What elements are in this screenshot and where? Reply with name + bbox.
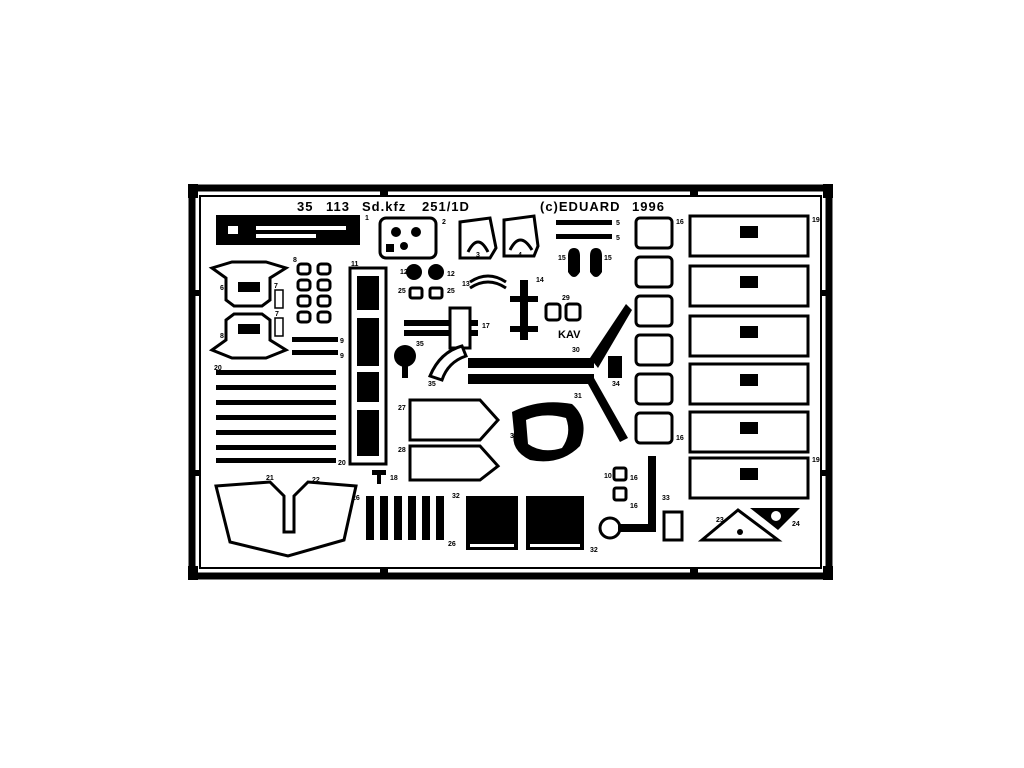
part-12 bbox=[406, 264, 444, 280]
part-3 bbox=[458, 216, 498, 260]
part-label: 25 bbox=[447, 288, 455, 295]
part-label: 18 bbox=[390, 475, 398, 482]
part-14 bbox=[510, 280, 538, 340]
part-30-31-rails bbox=[468, 304, 632, 442]
part-20 bbox=[216, 370, 336, 463]
part-label: 20 bbox=[338, 460, 346, 467]
part-label: 33 bbox=[662, 495, 670, 502]
part-label: 1 bbox=[365, 215, 369, 222]
part-label: 12 bbox=[447, 271, 455, 278]
part-label: 26 bbox=[448, 541, 456, 548]
part-1 bbox=[216, 215, 360, 245]
part-label: 7 bbox=[274, 283, 278, 290]
set-number: 35 bbox=[297, 199, 313, 214]
part-37 bbox=[512, 402, 584, 462]
part-22 bbox=[214, 480, 358, 558]
part-label: 9 bbox=[340, 338, 344, 345]
part-35 bbox=[394, 344, 468, 382]
model-variant: 251/1D bbox=[422, 199, 470, 214]
part-15 bbox=[568, 248, 602, 277]
part-number-labels: 1 2 3 4 5 5 6 7 8 9 9 10 11 12 12 13 14 … bbox=[214, 215, 820, 554]
part-label: 4 bbox=[518, 252, 522, 259]
part-29 bbox=[544, 302, 582, 322]
part-label: 5 bbox=[616, 220, 620, 227]
part-28 bbox=[408, 444, 501, 482]
part-26 bbox=[366, 496, 444, 540]
part-label: 24 bbox=[792, 521, 800, 528]
part-label: 35 bbox=[428, 381, 436, 388]
part-label: 16 bbox=[630, 503, 638, 510]
part-label: 27 bbox=[398, 405, 406, 412]
part-33 bbox=[598, 456, 684, 542]
part-16 bbox=[634, 216, 674, 445]
part-group-small-brackets bbox=[296, 262, 332, 324]
part-7 bbox=[274, 289, 284, 337]
part-label: 9 bbox=[340, 353, 344, 360]
part-label: 8 bbox=[293, 257, 297, 264]
part-5 bbox=[556, 220, 612, 239]
part-label: 6 bbox=[220, 285, 224, 292]
part-label: 31 bbox=[574, 393, 582, 400]
part-label: 35 bbox=[416, 341, 424, 348]
part-4 bbox=[502, 214, 540, 258]
part-label: 19 bbox=[812, 457, 820, 464]
set-code: 113 bbox=[326, 199, 350, 214]
part-label: 13 bbox=[462, 281, 470, 288]
part-label: 12 bbox=[400, 269, 408, 276]
part-18 bbox=[372, 470, 386, 484]
part-label: 32 bbox=[590, 547, 598, 554]
part-label: 16 bbox=[630, 475, 638, 482]
part-9 bbox=[292, 337, 338, 355]
part-label: 32 bbox=[452, 493, 460, 500]
part-label: 2 bbox=[442, 219, 446, 226]
part-label: 15 bbox=[604, 255, 612, 262]
part-2 bbox=[378, 216, 438, 260]
part-10 bbox=[612, 466, 628, 502]
part-label: 14 bbox=[536, 277, 544, 284]
part-27 bbox=[408, 398, 501, 442]
part-label: 37 bbox=[510, 433, 518, 440]
part-19 bbox=[688, 214, 810, 500]
part-label: 29 bbox=[562, 295, 570, 302]
part-label: 10 bbox=[604, 473, 612, 480]
part-label: 7 bbox=[275, 311, 279, 318]
part-24 bbox=[750, 508, 800, 530]
part-34 bbox=[608, 356, 622, 378]
part-label: 21 bbox=[266, 475, 274, 482]
part-label: 15 bbox=[558, 255, 566, 262]
part-label: 5 bbox=[616, 235, 620, 242]
part-label: 34 bbox=[612, 381, 620, 388]
part-6 bbox=[208, 260, 290, 308]
part-label: 16 bbox=[676, 435, 684, 442]
fret-frame bbox=[188, 184, 833, 580]
marking-text: KAV bbox=[558, 329, 581, 341]
fret-title: 35 113 Sd.kfz 251/1D (c)EDUARD 1996 bbox=[297, 199, 665, 214]
part-label: 30 bbox=[572, 347, 580, 354]
part-label: 28 bbox=[398, 447, 406, 454]
part-13 bbox=[469, 274, 507, 290]
part-32 bbox=[466, 496, 584, 550]
model-name: Sd.kfz bbox=[362, 199, 406, 214]
part-8 bbox=[208, 312, 290, 360]
part-label: 23 bbox=[716, 517, 724, 524]
part-label: 11 bbox=[351, 261, 359, 268]
part-label: 17 bbox=[482, 323, 490, 330]
part-label: 8 bbox=[220, 333, 224, 340]
part-label: 20 bbox=[214, 365, 222, 372]
part-23 bbox=[697, 508, 783, 542]
part-label: 16 bbox=[676, 219, 684, 226]
part-label: 25 bbox=[398, 288, 406, 295]
part-label: 22 bbox=[312, 477, 320, 484]
copyright-text: (c)EDUARD bbox=[540, 199, 621, 214]
part-label: 3 bbox=[476, 252, 480, 259]
part-label: 26 bbox=[352, 495, 360, 502]
part-label: 19 bbox=[812, 217, 820, 224]
part-25 bbox=[408, 286, 444, 300]
year-text: 1996 bbox=[632, 199, 665, 214]
part-11 bbox=[348, 266, 388, 466]
